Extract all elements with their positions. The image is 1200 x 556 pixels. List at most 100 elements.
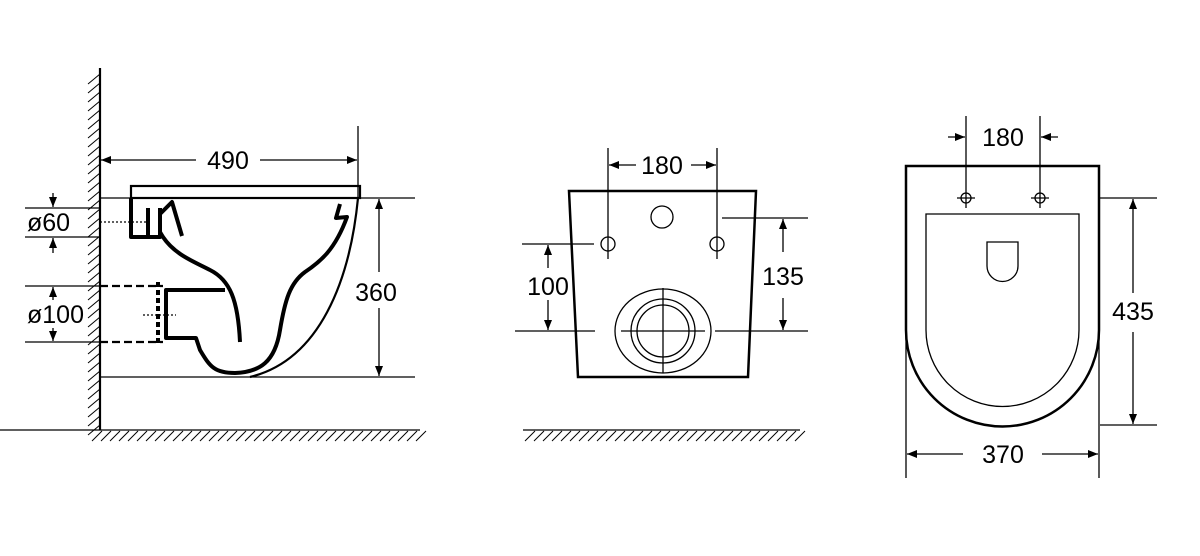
hatch-stroke: [87, 91, 101, 103]
hatch-stroke: [253, 430, 265, 442]
hatch-stroke: [370, 430, 382, 442]
hatch-stroke: [127, 430, 139, 442]
hatch-stroke: [172, 430, 184, 442]
hatch-stroke: [87, 127, 101, 139]
hatch-stroke: [325, 430, 337, 442]
hatch-stroke: [316, 430, 328, 442]
hatch-stroke: [785, 430, 797, 442]
inlet-hole: [650, 205, 674, 229]
bowl-inner-wall: [164, 203, 349, 375]
hatch-stroke: [87, 289, 101, 301]
hatch-stroke: [397, 430, 409, 442]
hatch-stroke: [87, 361, 101, 373]
hatch-stroke: [87, 397, 101, 409]
hatch-stroke: [605, 430, 617, 442]
hatch-stroke: [87, 334, 101, 346]
hatch-stroke: [379, 430, 391, 442]
hatch-stroke: [87, 298, 101, 310]
hatch-stroke: [388, 430, 400, 442]
outlet-diameter-label: ø100: [27, 301, 84, 329]
height-dimension-label: 360: [355, 279, 397, 307]
hatch-stroke: [87, 100, 101, 112]
hatch-stroke: [145, 430, 157, 442]
top-view: 180 435 370: [904, 116, 1157, 478]
hatch-stroke: [87, 388, 101, 400]
hatch-stroke: [154, 430, 166, 442]
hatch-stroke: [87, 316, 101, 328]
back-plate-outline: [567, 189, 758, 379]
hatch-stroke: [686, 430, 698, 442]
hatch-stroke: [87, 208, 101, 220]
wall-hatching: [87, 73, 101, 436]
hatch-stroke: [343, 430, 355, 442]
hatch-stroke: [524, 430, 536, 442]
hatch-stroke: [87, 262, 101, 274]
hatch-stroke: [560, 430, 572, 442]
hatch-stroke: [87, 118, 101, 130]
hatch-stroke: [262, 430, 274, 442]
outlet-pipe-dashed: [100, 284, 163, 344]
hatch-stroke: [87, 82, 101, 94]
hatch-stroke: [289, 430, 301, 442]
hatch-stroke: [415, 430, 427, 442]
side-view: 490 ø60 ø100 360: [0, 68, 427, 442]
hatch-stroke: [87, 415, 101, 427]
hatch-stroke: [235, 430, 247, 442]
bolt-to-outlet-label: 135: [762, 263, 804, 291]
hatch-stroke: [704, 430, 716, 442]
hatch-stroke: [632, 430, 644, 442]
hatch-stroke: [740, 430, 752, 442]
hatch-stroke: [578, 430, 590, 442]
floor-hatching: [524, 430, 806, 442]
hatch-stroke: [542, 430, 554, 442]
hatch-stroke: [87, 307, 101, 319]
hatch-stroke: [87, 244, 101, 256]
hatch-stroke: [650, 430, 662, 442]
hatch-stroke: [659, 430, 671, 442]
hatch-stroke: [100, 430, 112, 442]
hatch-stroke: [87, 172, 101, 184]
hatch-stroke: [298, 430, 310, 442]
hatch-stroke: [163, 430, 175, 442]
hatch-stroke: [641, 430, 653, 442]
bolt-hole-left: [600, 236, 616, 252]
hatch-stroke: [87, 217, 101, 229]
hatch-stroke: [271, 430, 283, 442]
flush-opening: [986, 241, 1019, 283]
hatch-stroke: [352, 430, 364, 442]
hatch-stroke: [208, 430, 220, 442]
hatch-stroke: [776, 430, 788, 442]
hatch-stroke: [87, 406, 101, 418]
hatch-stroke: [533, 430, 545, 442]
depth-dimension-label: 490: [207, 147, 249, 175]
hatch-stroke: [87, 370, 101, 382]
hatch-stroke: [569, 430, 581, 442]
hatch-stroke: [87, 226, 101, 238]
hatch-stroke: [587, 430, 599, 442]
hatch-stroke: [87, 109, 101, 121]
hatch-stroke: [87, 136, 101, 148]
hatch-stroke: [758, 430, 770, 442]
top-bolt-spacing-label: 180: [982, 124, 1024, 152]
hatch-stroke: [713, 430, 725, 442]
hatch-stroke: [406, 430, 418, 442]
bowl-outline: [904, 164, 1101, 428]
hatch-stroke: [361, 430, 373, 442]
hatch-stroke: [181, 430, 193, 442]
hatch-stroke: [87, 253, 101, 265]
front-view: 180 100 135: [515, 148, 808, 442]
hatch-stroke: [87, 325, 101, 337]
hatch-stroke: [136, 430, 148, 442]
hatch-stroke: [677, 430, 689, 442]
seat: [129, 184, 362, 200]
hatch-stroke: [87, 73, 101, 85]
inlet-diameter-label: ø60: [27, 209, 70, 237]
hatch-stroke: [118, 430, 130, 442]
hatch-stroke: [334, 430, 346, 442]
width-dimension-label: 370: [982, 441, 1024, 469]
hatch-stroke: [695, 430, 707, 442]
hatch-stroke: [87, 163, 101, 175]
front-bolt-spacing-label: 180: [641, 152, 683, 180]
